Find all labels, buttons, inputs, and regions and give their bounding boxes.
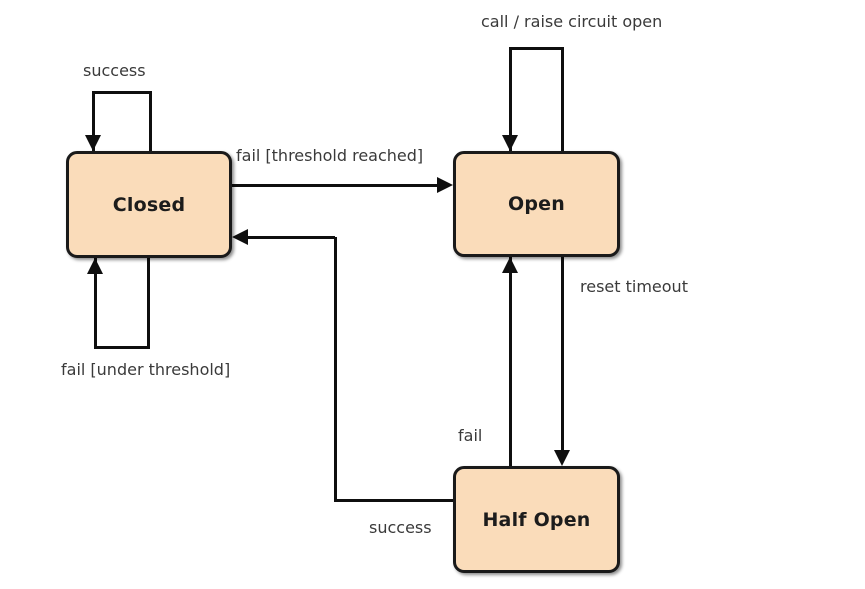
edge-closed-self-top-segment <box>92 91 152 94</box>
edge-label-reset-timeout: reset timeout <box>580 277 688 296</box>
edge-halfopen-to-closed-segment <box>246 236 335 239</box>
edge-open-self-top-segment <box>509 47 564 50</box>
state-node-label: Open <box>508 193 565 215</box>
edge-label-call-raise-circuit-open: call / raise circuit open <box>481 12 663 31</box>
edge-closed-self-bottom-segment <box>147 258 150 347</box>
arrowhead-right-icon <box>437 177 453 193</box>
edge-closed-self-bottom-segment <box>94 258 97 347</box>
edge-closed-self-bottom-segment <box>94 346 150 349</box>
arrowhead-down-icon <box>85 135 101 151</box>
state-node-label: Half Open <box>482 508 591 531</box>
edge-label-fail: fail <box>458 426 483 445</box>
state-node-open: Open <box>453 151 620 257</box>
edge-closed-self-top-segment <box>149 92 152 151</box>
edge-closed-self-top-segment <box>92 92 95 151</box>
edge-halfopen-to-closed-segment <box>334 237 337 502</box>
arrowhead-left-icon <box>232 229 248 245</box>
edge-label-success-halfopen: success <box>369 518 432 537</box>
arrowhead-up-icon <box>87 258 103 274</box>
arrowhead-up-icon <box>502 257 518 273</box>
arrowhead-down-icon <box>554 450 570 466</box>
state-node-closed: Closed <box>66 151 232 258</box>
edge-open-self-top-segment <box>509 48 512 151</box>
edge-label-fail-under-threshold: fail [under threshold] <box>61 360 231 379</box>
state-node-label: Closed <box>112 193 186 216</box>
edge-closed-to-open-segment <box>232 184 442 187</box>
edge-label-success-closed: success <box>83 61 146 80</box>
edge-halfopen-to-open-segment <box>509 257 512 466</box>
edge-label-fail-threshold-reached: fail [threshold reached] <box>236 146 424 165</box>
edge-halfopen-to-closed-segment <box>335 499 453 502</box>
arrowhead-down-icon <box>502 135 518 151</box>
state-node-half-open: Half Open <box>453 466 620 573</box>
edge-open-self-top-segment <box>561 48 564 151</box>
edge-open-to-halfopen-segment <box>561 257 564 452</box>
